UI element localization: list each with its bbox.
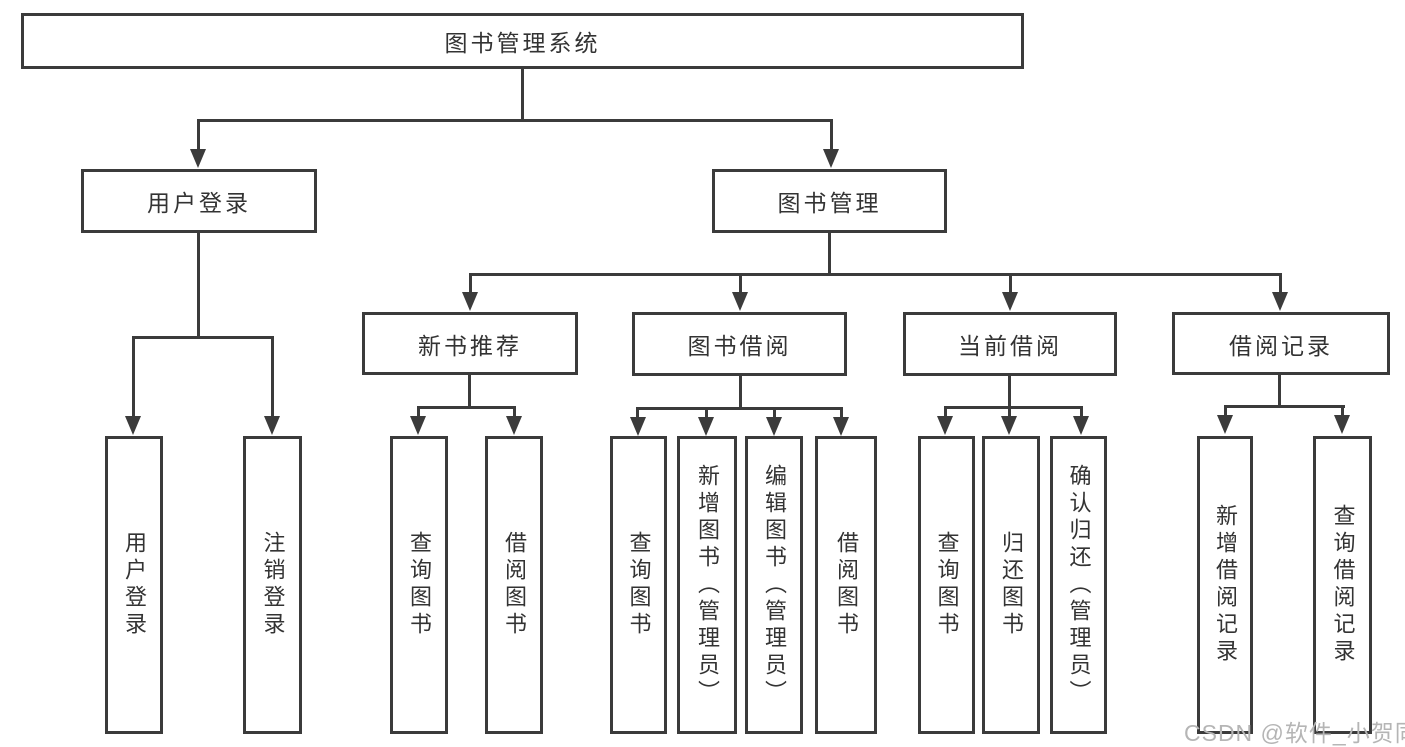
connector-line — [773, 410, 776, 417]
node-user-login: 用户登录 — [81, 169, 317, 233]
arrow-down-icon — [698, 417, 714, 436]
leaf-edit-books-admin: 编辑图书（管理员） — [745, 436, 803, 734]
arrow-down-icon — [1334, 415, 1350, 434]
connector-line — [468, 375, 471, 406]
arrow-down-icon — [833, 417, 849, 436]
connector-line — [1224, 408, 1227, 416]
arrow-down-icon — [937, 416, 953, 435]
arrow-down-icon — [1217, 415, 1233, 434]
arrow-down-icon — [732, 292, 748, 311]
arrow-down-icon — [766, 417, 782, 436]
leaf-edit-books-admin-label: 编辑图书（管理员） — [762, 463, 787, 707]
arrow-down-icon — [410, 416, 426, 435]
connector-line — [840, 410, 843, 417]
connector-line — [1009, 276, 1012, 292]
node-current-borrowing-label: 当前借阅 — [958, 333, 1062, 359]
arrow-down-icon — [190, 149, 206, 168]
arrow-down-icon — [1002, 292, 1018, 311]
leaf-borrow-query-books: 查询图书 — [610, 436, 667, 734]
connector-line — [705, 410, 708, 417]
connector-line — [636, 410, 639, 417]
node-borrowing-records: 借阅记录 — [1172, 312, 1390, 375]
connector-line — [197, 233, 200, 337]
arrow-down-icon — [506, 416, 522, 435]
arrow-down-icon — [1272, 292, 1288, 311]
connector-line — [739, 276, 742, 292]
leaf-user-login: 用户登录 — [105, 436, 163, 734]
connector-line — [513, 409, 516, 417]
connector-line — [1008, 376, 1011, 406]
leaf-add-books-admin: 新增图书（管理员） — [677, 436, 737, 734]
node-book-borrowing-label: 图书借阅 — [687, 333, 792, 359]
connector-line — [828, 233, 831, 273]
leaf-add-borrow-record-label: 新增借阅记录 — [1213, 504, 1238, 666]
connector-line — [944, 409, 947, 417]
node-new-book-recommendation-label: 新书推荐 — [418, 332, 522, 359]
connector-line — [469, 276, 472, 292]
leaf-query-borrow-record-label: 查询借阅记录 — [1330, 504, 1356, 666]
connector-line — [197, 122, 200, 151]
node-new-book-recommendation: 新书推荐 — [362, 312, 578, 375]
arrow-down-icon — [462, 292, 478, 311]
connector-line — [1341, 408, 1344, 416]
csdn-watermark: CSDN @软件_小贺同学 — [1184, 720, 1405, 746]
arrow-down-icon — [264, 416, 280, 435]
connector-line — [1008, 409, 1011, 417]
leaf-newbook-query-books: 查询图书 — [390, 436, 448, 734]
leaf-newbook-borrow-books: 借阅图书 — [485, 436, 543, 734]
arrow-down-icon — [1001, 416, 1017, 435]
leaf-confirm-return-admin-label: 确认归还（管理员） — [1066, 463, 1092, 707]
leaf-borrow-query-books-label: 查询图书 — [626, 531, 652, 639]
connector-line — [417, 409, 420, 417]
connector-line — [830, 122, 833, 151]
connector-line — [521, 69, 524, 120]
arrow-down-icon — [125, 416, 141, 435]
leaf-user-login-label: 用户登录 — [122, 531, 147, 639]
leaf-add-borrow-record: 新增借阅记录 — [1197, 436, 1253, 734]
node-book-management-label: 图书管理 — [777, 190, 882, 216]
node-root: 图书管理系统 — [21, 13, 1024, 69]
leaf-newbook-query-books-label: 查询图书 — [407, 531, 432, 639]
connector-line — [944, 406, 1083, 409]
arrow-down-icon — [1073, 416, 1089, 435]
leaf-return-books: 归还图书 — [982, 436, 1040, 734]
leaf-logout: 注销登录 — [243, 436, 302, 734]
leaf-add-books-admin-label: 新增图书（管理员） — [695, 463, 720, 707]
connector-line — [1080, 409, 1083, 417]
node-user-login-label: 用户登录 — [147, 190, 251, 216]
connector-line — [636, 407, 843, 410]
connector-line — [1279, 276, 1282, 292]
connector-line — [132, 336, 274, 339]
node-root-label: 图书管理系统 — [444, 30, 601, 56]
connector-line — [132, 339, 135, 417]
leaf-confirm-return-admin: 确认归还（管理员） — [1050, 436, 1107, 734]
connector-line — [417, 406, 516, 409]
connector-line — [1278, 375, 1281, 405]
leaf-current-query-books-label: 查询图书 — [934, 531, 960, 639]
leaf-logout-label: 注销登录 — [260, 531, 286, 639]
leaf-newbook-borrow-books-label: 借阅图书 — [502, 531, 527, 639]
node-current-borrowing: 当前借阅 — [903, 312, 1117, 376]
node-book-borrowing: 图书借阅 — [632, 312, 847, 376]
arrow-down-icon — [630, 417, 646, 436]
connector-line — [1224, 405, 1345, 408]
connector-line — [469, 273, 1282, 276]
connector-line — [739, 376, 742, 407]
connector-line — [197, 119, 833, 122]
leaf-borrow-books: 借阅图书 — [815, 436, 877, 734]
connector-line — [271, 339, 274, 417]
node-book-management: 图书管理 — [712, 169, 947, 233]
arrow-down-icon — [823, 149, 839, 168]
node-borrowing-records-label: 借阅记录 — [1229, 332, 1333, 359]
leaf-current-query-books: 查询图书 — [918, 436, 975, 734]
leaf-borrow-books-label: 借阅图书 — [834, 531, 859, 639]
leaf-query-borrow-record: 查询借阅记录 — [1313, 436, 1372, 734]
leaf-return-books-label: 归还图书 — [999, 531, 1024, 639]
